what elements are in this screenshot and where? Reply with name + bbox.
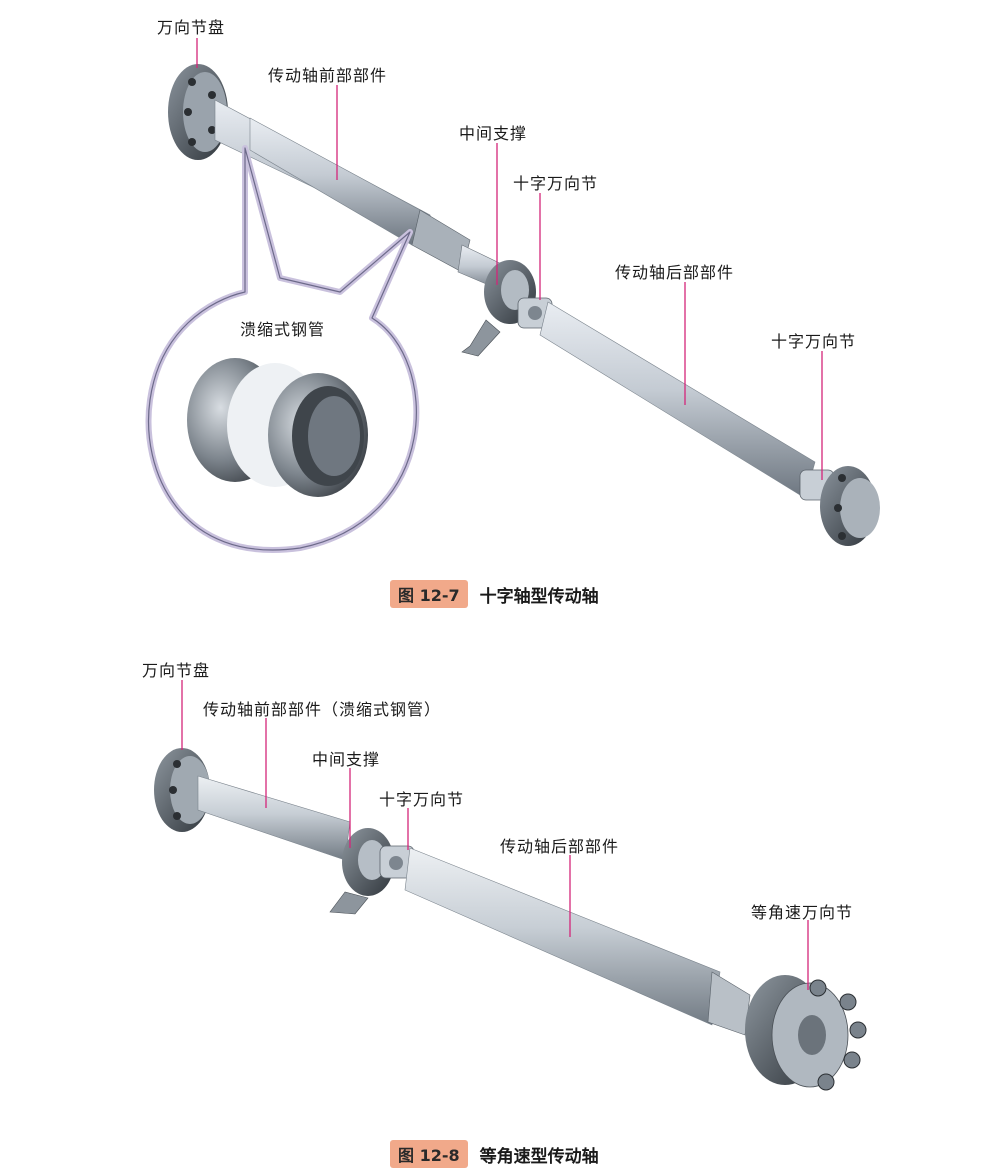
label-rear-part-1: 传动轴后部部件 [615,263,735,282]
middle-ujoint-2 [379,845,415,879]
figure-12-8-illustration [154,680,867,1091]
label-rear-part-2: 传动轴后部部件 [500,837,620,856]
label-ujoint-mid-2: 十字万向节 [379,790,465,809]
label-center-support-2: 中间支撑 [312,750,381,769]
label-collapsible-tube: 溃缩式钢管 [240,320,326,339]
label-cv-joint: 等角速万向节 [751,903,854,922]
figure-12-7-illustration [145,38,880,553]
center-support-2 [329,828,394,915]
label-flange-1: 万向节盘 [157,18,226,37]
label-ujoint-end-1: 十字万向节 [771,332,857,351]
label-front-part-1: 传动轴前部部件 [268,66,388,85]
caption-number: 图 12-8 [390,1140,468,1168]
caption-figure-12-7: 图 12-7 十字轴型传动轴 [390,580,599,608]
cv-joint [745,975,867,1091]
collapsible-tube-callout [145,145,420,553]
caption-figure-12-8: 图 12-8 等角速型传动轴 [390,1140,599,1168]
front-shaft-2 [197,775,351,861]
rear-shaft-2 [404,847,751,1036]
rear-ujoint [799,466,880,546]
caption-title: 等角速型传动轴 [479,1146,599,1167]
label-flange-2: 万向节盘 [142,661,211,680]
caption-title: 十字轴型传动轴 [479,586,599,607]
label-ujoint-mid-1: 十字万向节 [513,174,599,193]
label-center-support-1: 中间支撑 [459,124,528,143]
caption-number: 图 12-7 [390,580,468,608]
front-shaft [214,99,511,293]
label-front-part-2: 传动轴前部部件（溃缩式钢管） [203,700,442,719]
